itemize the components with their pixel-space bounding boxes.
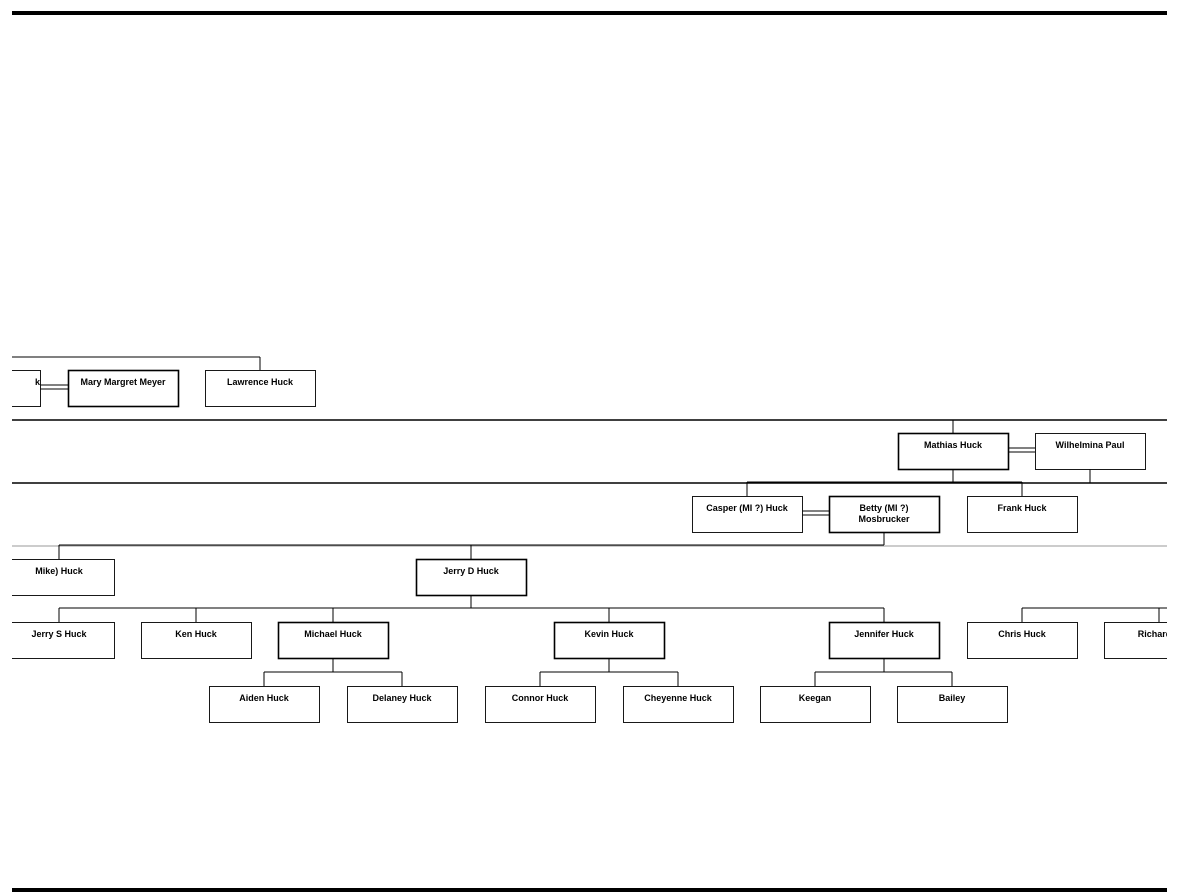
- person-name: Jennifer Huck: [854, 629, 915, 639]
- person-box-frame: [967, 622, 1078, 659]
- person-box-frame: [828, 621, 941, 660]
- person-name: k: [35, 377, 41, 387]
- person-name-line: Betty (MI ?): [860, 503, 909, 513]
- person-box: Bailey: [897, 686, 1008, 723]
- person-box-frame: [12, 559, 115, 596]
- person-name: Jerry S Huck: [31, 629, 87, 639]
- person-box-frame: [692, 496, 803, 533]
- person-box-frame: [12, 370, 41, 407]
- person-name: Casper (MI ?) Huck: [706, 503, 789, 513]
- person-name: Connor Huck: [512, 693, 569, 703]
- person-box: Mary Margret Meyer: [67, 369, 180, 408]
- person-box: Mike) Huck: [12, 559, 115, 596]
- person-box-frame: [897, 686, 1008, 723]
- person-box: Jerry S Huck: [12, 622, 115, 659]
- person-name: Cheyenne Huck: [644, 693, 713, 703]
- person-box-frame: [967, 496, 1078, 533]
- person-box: Betty (MI ?)Mosbrucker: [828, 495, 941, 534]
- person-box-frame: [205, 370, 316, 407]
- person-box: Richard H: [1104, 622, 1177, 659]
- person-box: Delaney Huck: [347, 686, 458, 723]
- person-name: Wilhelmina Paul: [1056, 440, 1125, 450]
- person-box-frame: [277, 621, 390, 660]
- person-box-frame: [415, 558, 528, 597]
- person-box: Frank Huck: [967, 496, 1078, 533]
- person-name-line: Mosbrucker: [858, 514, 910, 524]
- person-name: Kevin Huck: [584, 629, 634, 639]
- person-box: Kevin Huck: [553, 621, 666, 660]
- person-box: Keegan: [760, 686, 871, 723]
- person-box: Connor Huck: [485, 686, 596, 723]
- person-box: Ken Huck: [141, 622, 252, 659]
- person-box: Jennifer Huck: [828, 621, 941, 660]
- person-name: Betty (MI ?)Mosbrucker: [858, 503, 910, 524]
- family-links: [12, 356, 1167, 686]
- person-box-frame: [828, 495, 941, 534]
- person-name: Ken Huck: [175, 629, 218, 639]
- person-box-frame: [760, 686, 871, 723]
- person-box-frame: [897, 432, 1010, 471]
- person-box-frame: [1035, 433, 1146, 470]
- person-box: k: [12, 370, 41, 407]
- person-box: Aiden Huck: [209, 686, 320, 723]
- person-box: Mathias Huck: [897, 432, 1010, 471]
- person-box: Lawrence Huck: [205, 370, 316, 407]
- person-box: Jerry D Huck: [415, 558, 528, 597]
- person-box: Casper (MI ?) Huck: [692, 496, 803, 533]
- person-box: Wilhelmina Paul: [1035, 433, 1146, 470]
- person-name: Mary Margret Meyer: [80, 377, 166, 387]
- person-name: Lawrence Huck: [227, 377, 294, 387]
- person-box-frame: [485, 686, 596, 723]
- person-name: Delaney Huck: [372, 693, 432, 703]
- person-box-frame: [209, 686, 320, 723]
- person-box-frame: [141, 622, 252, 659]
- person-name: Mike) Huck: [35, 566, 84, 576]
- person-name: Chris Huck: [998, 629, 1047, 639]
- person-box-frame: [553, 621, 666, 660]
- person-box: Cheyenne Huck: [623, 686, 734, 723]
- person-box-frame: [67, 369, 180, 408]
- person-name: Bailey: [939, 693, 966, 703]
- person-box-frame: [1104, 622, 1167, 659]
- person-name: Richard H: [1138, 629, 1177, 639]
- person-name: Mathias Huck: [924, 440, 983, 450]
- person-box-frame: [12, 622, 115, 659]
- person-box: Michael Huck: [277, 621, 390, 660]
- person-name: Michael Huck: [304, 629, 363, 639]
- person-name: Aiden Huck: [239, 693, 290, 703]
- person-box-frame: [623, 686, 734, 723]
- person-boxes: k Mary Margret Meyer Lawrence HuckMathias …: [12, 369, 1177, 723]
- person-box-frame: [347, 686, 458, 723]
- person-name: Jerry D Huck: [443, 566, 500, 576]
- generation-rules: [12, 11, 1167, 892]
- person-name: Keegan: [799, 693, 832, 703]
- person-name: Frank Huck: [997, 503, 1047, 513]
- person-box: Chris Huck: [967, 622, 1078, 659]
